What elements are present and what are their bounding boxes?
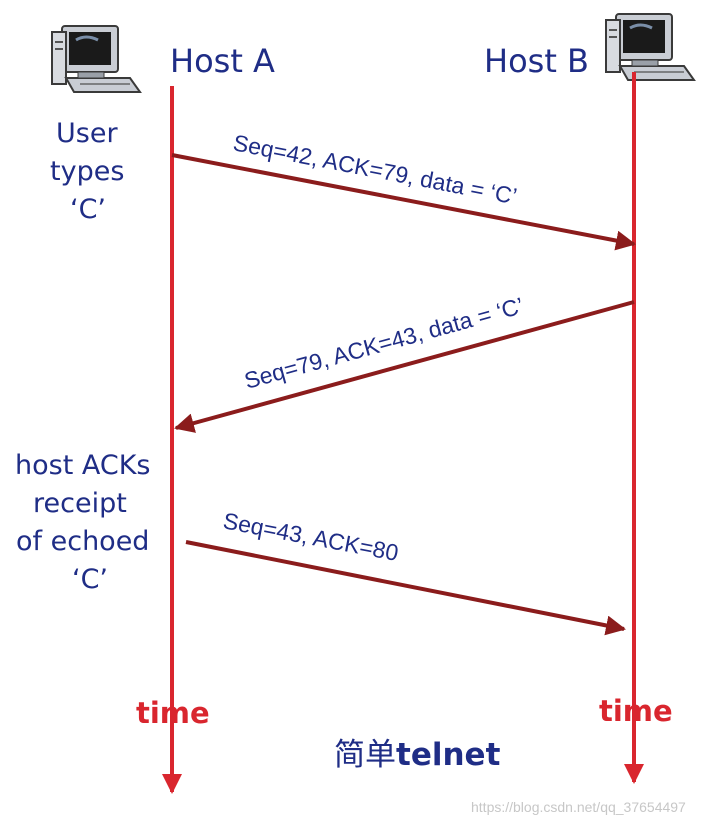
host-b-computer-icon — [605, 13, 696, 81]
host-b-time-label: time — [599, 694, 673, 728]
message-1-arrow — [171, 153, 636, 251]
user-types-line-2: types — [50, 156, 124, 187]
host-acks-line-3: of echoed — [16, 526, 149, 557]
diagram-title: 简单telnet — [334, 737, 501, 773]
host-acks-line-2: receipt — [33, 488, 127, 519]
host-acks-line-1: host ACKs — [15, 450, 151, 481]
host-b-label: Host B — [484, 42, 589, 80]
host-a-computer-icon — [51, 25, 142, 93]
user-types-line-3: ‘C’ — [70, 194, 106, 225]
diagram-title-prefix: 简单 — [334, 737, 396, 773]
user-types-note: User types ‘C’ — [50, 118, 124, 225]
host-a-label: Host A — [170, 42, 275, 80]
message-2-arrow — [174, 300, 635, 433]
host-acks-line-4: ‘C’ — [72, 564, 108, 595]
host-acks-note: host ACKs receipt of echoed ‘C’ — [15, 450, 151, 595]
message-1-label: Seq=42, ACK=79, data = ‘C’ — [231, 129, 519, 209]
watermark: https://blog.csdn.net/qq_37654497 — [471, 799, 686, 815]
diagram-title-suffix: telnet — [396, 737, 501, 773]
message-3-label: Seq=43, ACK=80 — [221, 507, 401, 566]
message-3-arrow — [185, 540, 626, 636]
user-types-line-1: User — [56, 118, 118, 149]
host-a-time-label: time — [136, 696, 210, 730]
